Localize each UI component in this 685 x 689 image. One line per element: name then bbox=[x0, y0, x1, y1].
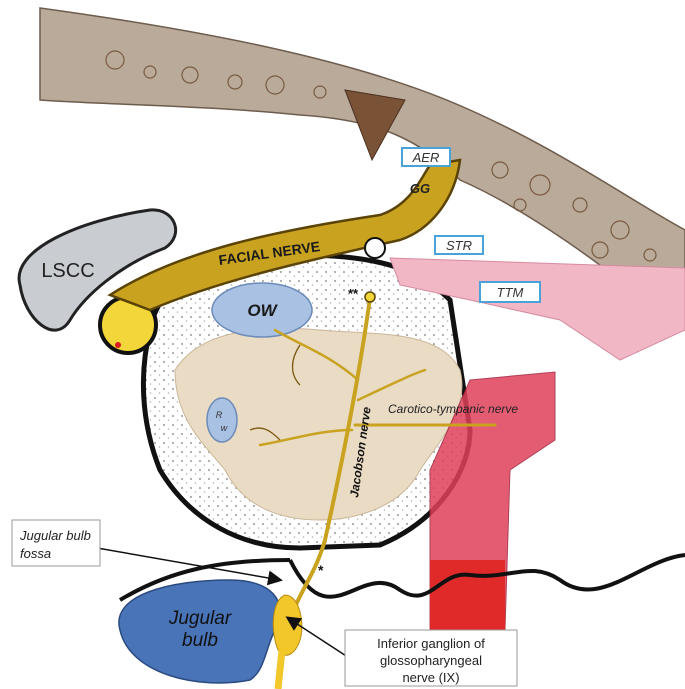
inferior-ganglion-label-3: nerve (IX) bbox=[402, 670, 459, 685]
jacobson-origin bbox=[365, 292, 375, 302]
inferior-ganglion-label-1: Inferior ganglion of bbox=[377, 636, 485, 651]
jugular-bulb-fossa-label-1: Jugular bulb bbox=[19, 528, 91, 543]
str-label: STR bbox=[446, 238, 472, 253]
aer-label: AER bbox=[412, 150, 440, 165]
geniculate-white-circle bbox=[365, 238, 385, 258]
inferior-ganglion-label-2: glossopharyngeal bbox=[380, 653, 482, 668]
carotid-lower bbox=[430, 560, 505, 630]
rw-w-label: w bbox=[221, 423, 228, 433]
carotico-tympanic-label: Carotico-tympanic nerve bbox=[388, 402, 518, 416]
glossopharyngeal-trunk bbox=[278, 650, 282, 689]
ow-label: OW bbox=[247, 301, 278, 320]
asterisk-label: * bbox=[318, 562, 324, 578]
jugular-bulb-label-1: Jugular bbox=[168, 608, 232, 629]
double-asterisk-label: ** bbox=[348, 286, 359, 301]
round-window bbox=[207, 398, 237, 442]
ttm-label: TTM bbox=[497, 285, 524, 300]
red-dot bbox=[115, 342, 121, 348]
rw-r-label: R bbox=[216, 410, 223, 420]
jugular-bulb-fossa-label-2: fossa bbox=[20, 546, 51, 561]
lscc-label: LSCC bbox=[41, 260, 94, 282]
jugular-bulb-label-2: bulb bbox=[182, 630, 218, 651]
gg-label: GG bbox=[410, 181, 430, 196]
